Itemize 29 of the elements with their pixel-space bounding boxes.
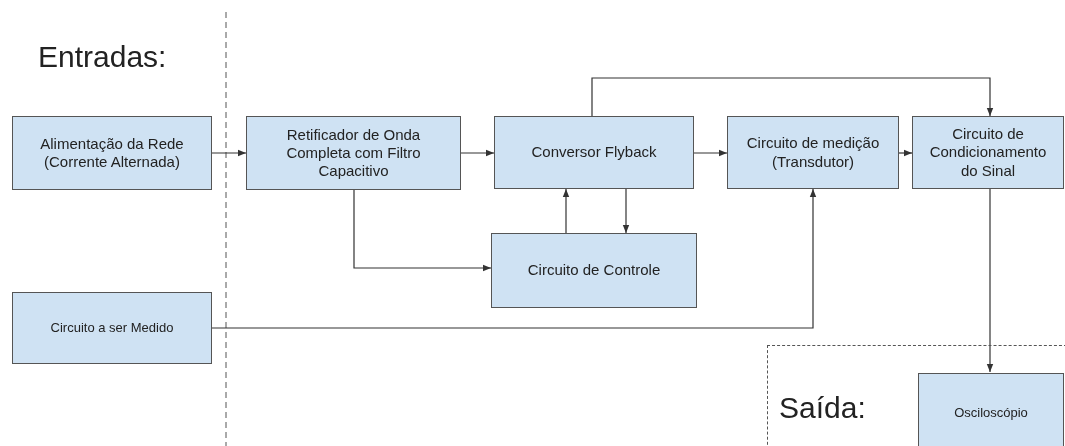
arrow: [622, 188, 630, 234]
process-box: [12, 116, 212, 190]
arrow: [211, 188, 817, 329]
arrow: [986, 188, 994, 373]
process-box: [918, 373, 1064, 446]
box-label: Circuito de Controle: [527, 261, 661, 280]
process-box: [246, 116, 461, 190]
arrow: [562, 188, 570, 234]
box-label: Conversor Flyback: [531, 143, 657, 162]
process-box: [12, 292, 212, 364]
box-label: Osciloscópio: [954, 405, 1028, 421]
process-box: [494, 116, 694, 189]
arrow: [460, 149, 495, 157]
process-box: [491, 233, 697, 308]
process-box: [727, 116, 899, 189]
arrow: [693, 149, 728, 157]
arrow: [591, 77, 994, 117]
arrow: [353, 189, 492, 272]
process-box: [912, 116, 1064, 189]
output-region: [767, 345, 1065, 446]
box-label: Circuito a ser Medido: [50, 320, 174, 336]
arrow: [211, 149, 247, 157]
box-label: Alimentação da Rede (Corrente Alternada): [39, 134, 185, 172]
box-label: Circuito de medição (Transdutor): [745, 134, 881, 171]
region-title: Saída:: [779, 393, 866, 423]
box-label: Circuito de Condicionamento do Sinal: [928, 125, 1048, 180]
section-heading: Entradas:: [38, 42, 167, 72]
arrow: [898, 149, 913, 157]
box-label: Retificador de Onda Completa com Filtro Capacitivo: [285, 125, 422, 181]
